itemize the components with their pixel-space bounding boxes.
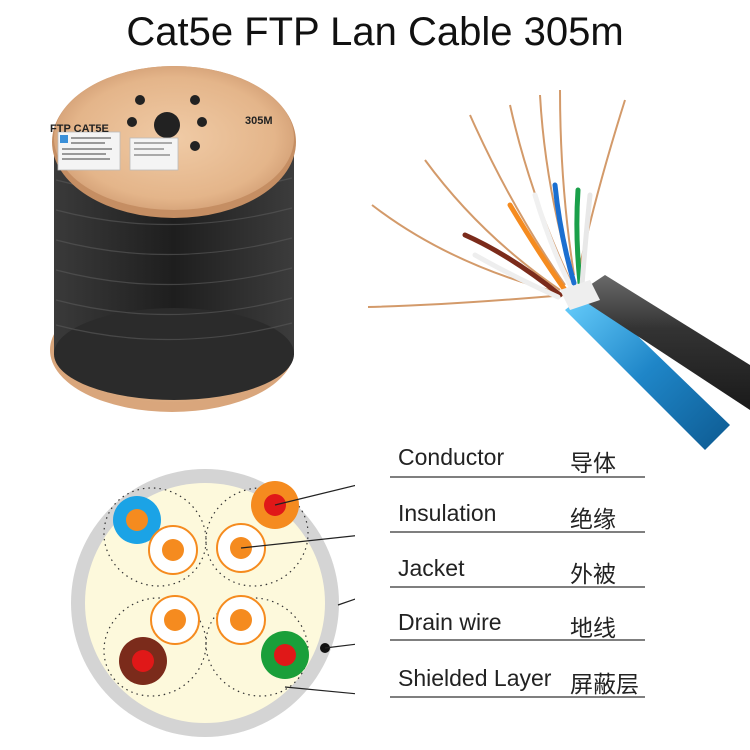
- page-title: Cat5e FTP Lan Cable 305m: [126, 10, 624, 54]
- wire-green: [261, 631, 309, 679]
- stripped-cable-image: [367, 89, 750, 450]
- wire-white-orange: [150, 595, 200, 645]
- legend-jacket: Jacket 外被: [398, 555, 616, 588]
- legend-underlines: [390, 476, 645, 698]
- legend-insulation: Insulation 绝缘: [398, 500, 616, 533]
- legend-conductor: Conductor 导体: [398, 444, 616, 477]
- cable-spool-image: FTP CAT5E 305M: [50, 66, 296, 412]
- wire-white-orange: [216, 595, 266, 645]
- wire-white-orange: [148, 525, 198, 575]
- wire-blue: [113, 496, 161, 544]
- wire-brown: [119, 637, 167, 685]
- spool-label-left: FTP CAT5E: [50, 123, 109, 135]
- cross-section-diagram: [71, 469, 355, 737]
- spool-label-right: 305M: [245, 115, 273, 127]
- legend-shielded-layer: Shielded Layer 屏蔽层: [398, 665, 639, 698]
- legend-drain-wire: Drain wire 地线: [398, 609, 616, 642]
